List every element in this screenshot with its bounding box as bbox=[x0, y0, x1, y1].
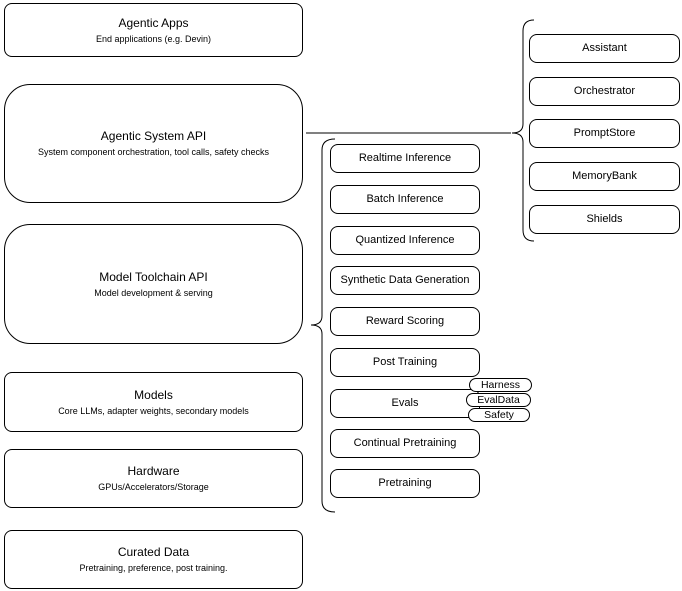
layer-hardware: Hardware GPUs/Accelerators/Storage bbox=[4, 449, 303, 508]
component-memorybank: MemoryBank bbox=[529, 162, 680, 191]
layer-subtitle: GPUs/Accelerators/Storage bbox=[98, 482, 209, 492]
evals-tag-evaldata: EvalData bbox=[466, 393, 531, 407]
evals-tag-safety: Safety bbox=[468, 408, 530, 422]
toolchain-service-evals: Evals bbox=[330, 389, 480, 418]
toolchain-service-pretraining: Pretraining bbox=[330, 469, 480, 498]
component-assistant: Assistant bbox=[529, 34, 680, 63]
service-label: Continual Pretraining bbox=[353, 437, 457, 449]
layer-curated-data: Curated Data Pretraining, preference, po… bbox=[4, 530, 303, 589]
service-label: Evals bbox=[391, 397, 419, 409]
layer-agentic-system-api: Agentic System API System component orch… bbox=[4, 84, 303, 203]
evals-tag-label: Safety bbox=[484, 409, 514, 421]
evals-tag-label: Harness bbox=[480, 379, 521, 391]
toolchain-brace bbox=[310, 138, 336, 513]
component-label: Orchestrator bbox=[573, 85, 636, 97]
layer-title: Agentic Apps bbox=[118, 15, 189, 30]
service-label: Post Training bbox=[372, 356, 438, 368]
toolchain-service-batch-inference: Batch Inference bbox=[330, 185, 480, 214]
layer-title: Curated Data bbox=[117, 545, 190, 559]
component-label: Shields bbox=[586, 213, 623, 225]
components-brace bbox=[511, 19, 535, 242]
component-promptstore: PromptStore bbox=[529, 119, 680, 148]
toolchain-service-post-training: Post Training bbox=[330, 348, 480, 377]
toolchain-service-quantized-inference: Quantized Inference bbox=[330, 226, 480, 255]
service-label: Realtime Inference bbox=[358, 152, 452, 164]
layer-title: Hardware bbox=[127, 464, 180, 478]
component-shields: Shields bbox=[529, 205, 680, 234]
layer-model-toolchain-api: Model Toolchain API Model development & … bbox=[4, 224, 303, 344]
layer-agentic-apps: Agentic Apps End applications (e.g. Devi… bbox=[4, 3, 303, 57]
service-label: Synthetic Data Generation bbox=[340, 274, 470, 286]
toolchain-service-synthetic-data-generation: Synthetic Data Generation bbox=[330, 266, 480, 295]
component-orchestrator: Orchestrator bbox=[529, 77, 680, 106]
service-label: Quantized Inference bbox=[355, 234, 455, 246]
toolchain-service-continual-pretraining: Continual Pretraining bbox=[330, 429, 480, 458]
toolchain-service-reward-scoring: Reward Scoring bbox=[330, 307, 480, 336]
component-label: PromptStore bbox=[573, 127, 636, 139]
layer-title: Models bbox=[134, 387, 173, 402]
evals-tag-label: EvalData bbox=[477, 394, 520, 406]
service-label: Batch Inference bbox=[366, 193, 444, 205]
layer-subtitle: Model development & serving bbox=[94, 287, 213, 298]
layer-title: Agentic System API bbox=[100, 129, 207, 143]
layer-subtitle: System component orchestration, tool cal… bbox=[37, 147, 270, 157]
layer-subtitle: Pretraining, preference, post training. bbox=[79, 563, 228, 573]
service-label: Pretraining bbox=[378, 477, 432, 489]
evals-tag-harness: Harness bbox=[469, 378, 532, 392]
layer-subtitle: Core LLMs, adapter weights, secondary mo… bbox=[58, 405, 249, 416]
toolchain-service-realtime-inference: Realtime Inference bbox=[330, 144, 480, 173]
component-label: Assistant bbox=[582, 42, 627, 54]
service-label: Reward Scoring bbox=[365, 315, 445, 327]
layer-title: Model Toolchain API bbox=[99, 269, 208, 284]
component-label: MemoryBank bbox=[572, 170, 637, 182]
layer-subtitle: End applications (e.g. Devin) bbox=[95, 33, 212, 44]
layer-models: Models Core LLMs, adapter weights, secon… bbox=[4, 372, 303, 432]
